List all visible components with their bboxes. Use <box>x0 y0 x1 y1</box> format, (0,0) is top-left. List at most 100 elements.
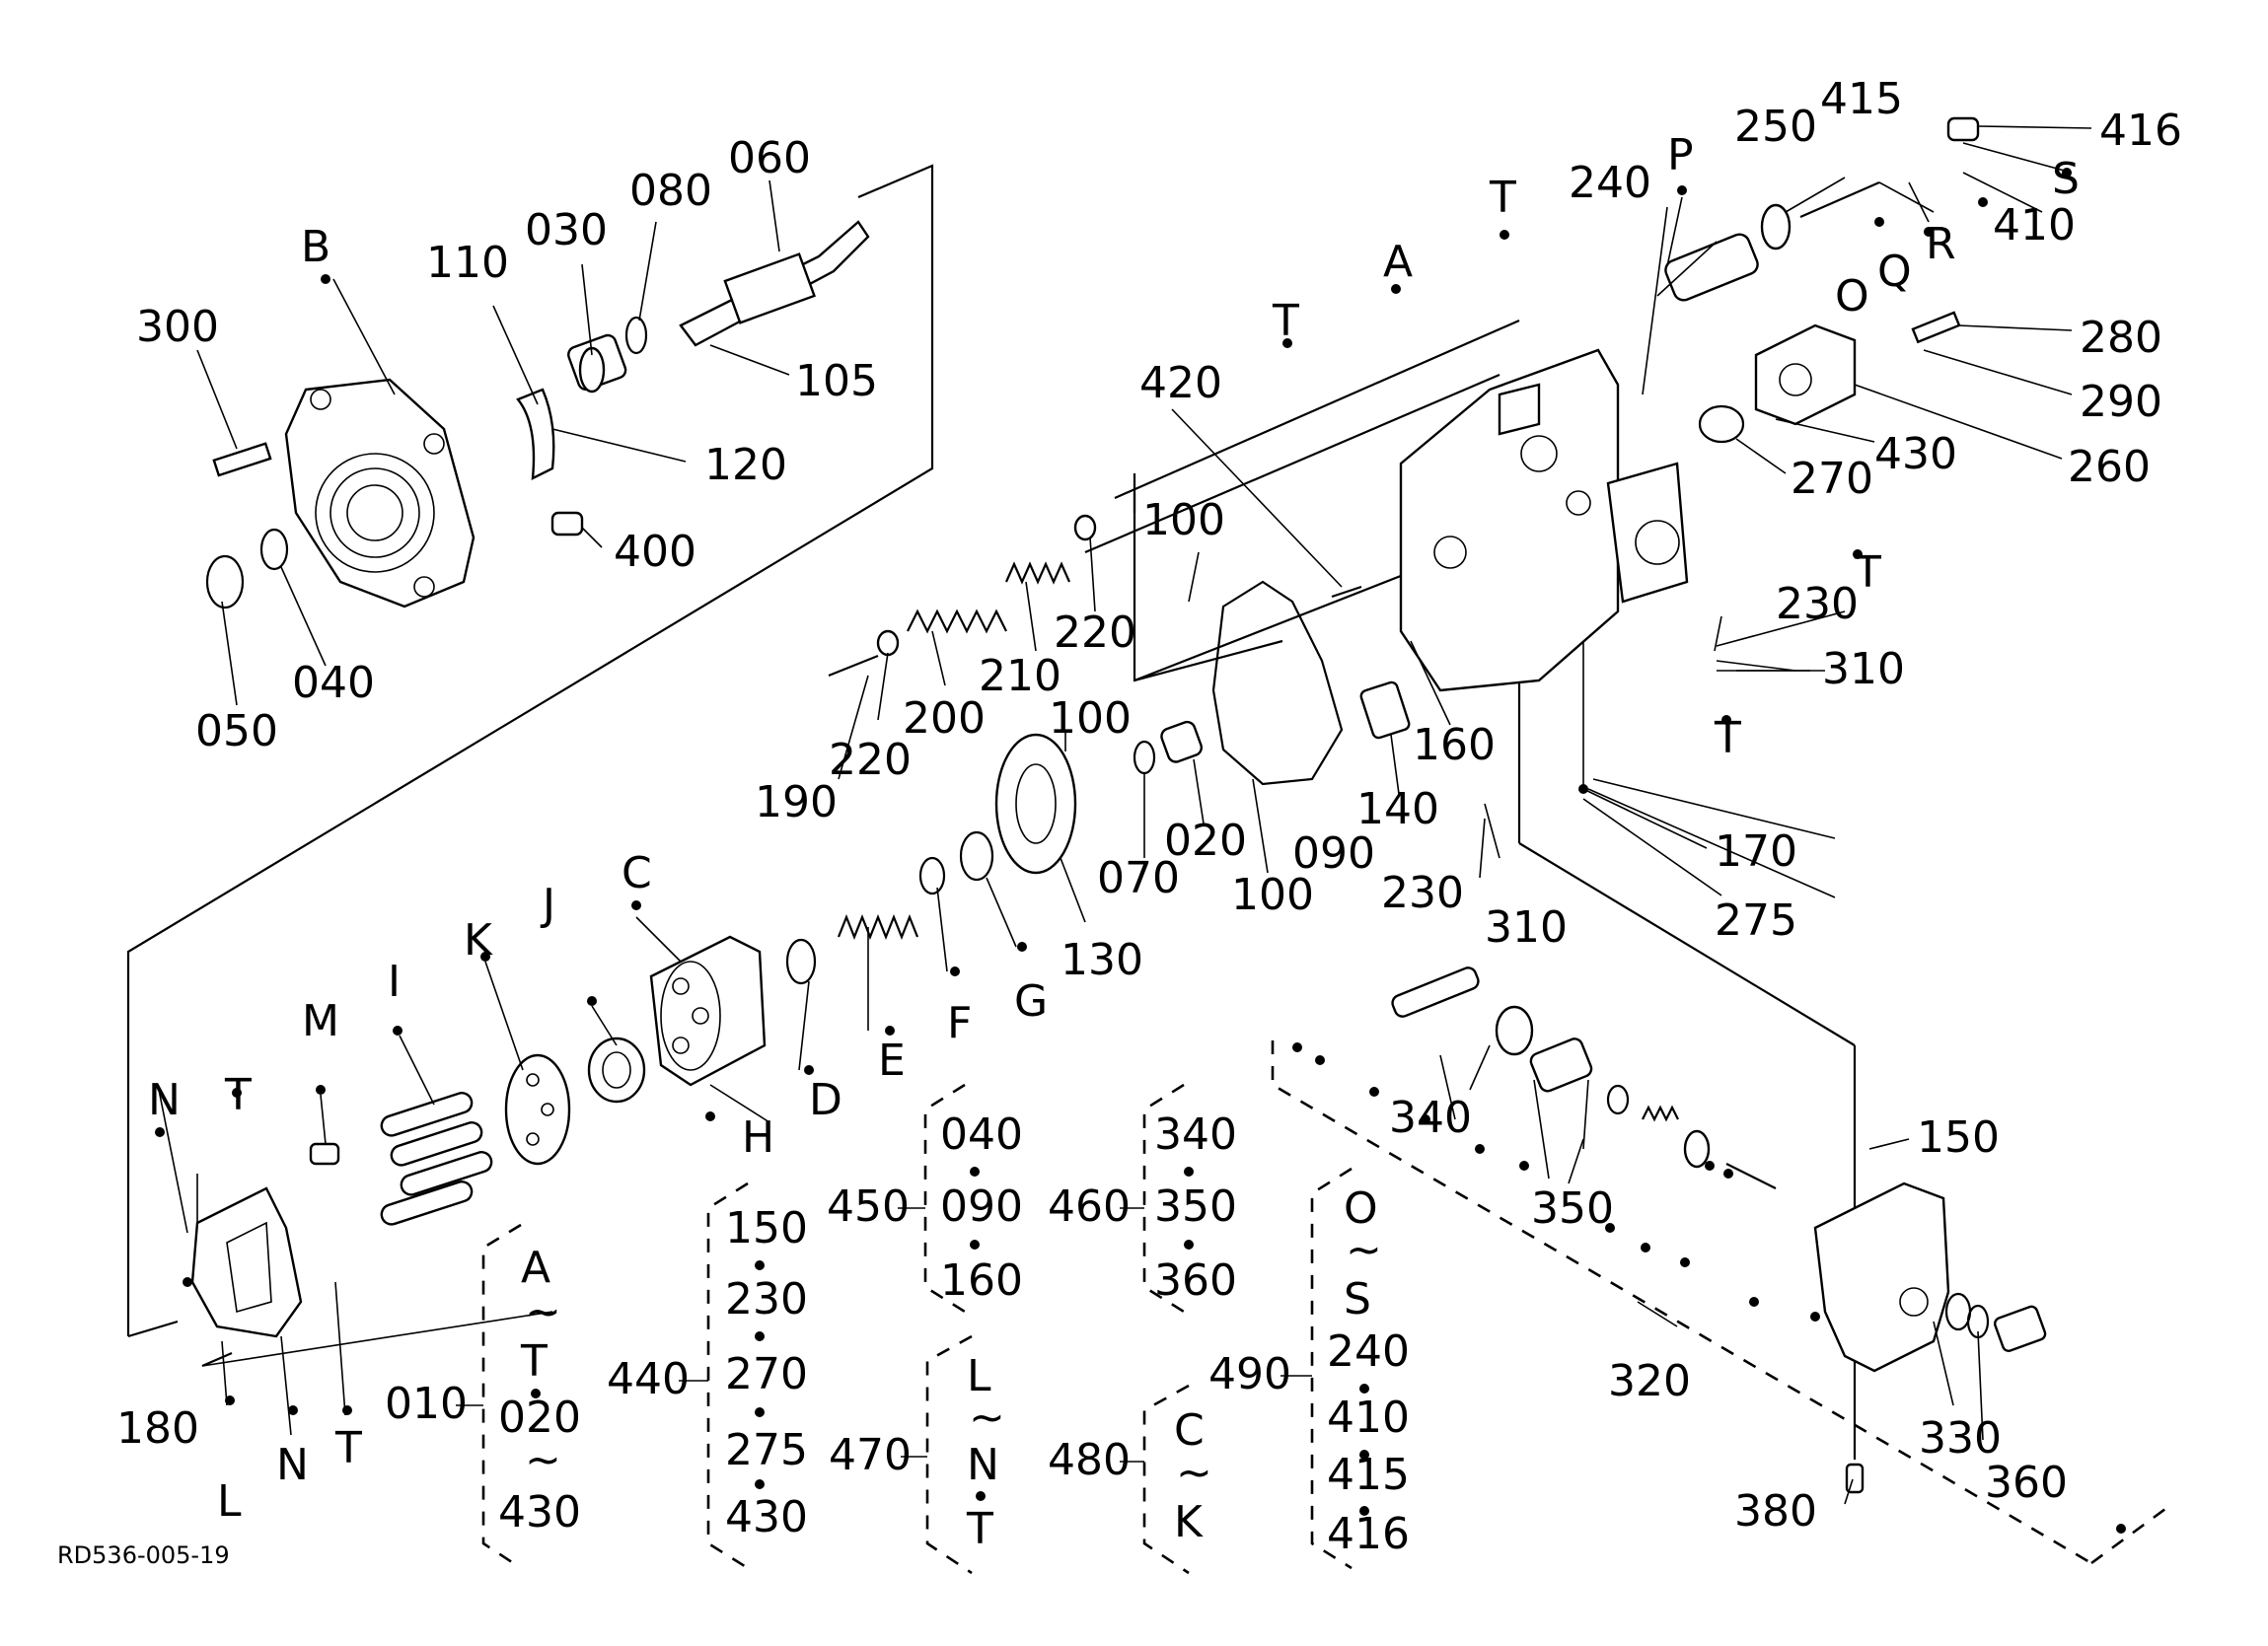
group-470-item-4: T <box>966 1504 993 1554</box>
part-block-260 <box>1754 323 1857 426</box>
label-110: 110 <box>426 238 509 288</box>
part-guide-j <box>587 1037 646 1104</box>
label-220b: 220 <box>829 735 912 785</box>
part-washer-110 <box>516 388 555 481</box>
group-490: 490 O ~ S 240 410 415 416 <box>1208 1167 1410 1570</box>
label-090: 090 <box>1292 828 1375 879</box>
group-480-id: 480 <box>1048 1435 1131 1485</box>
group-010-item-5: ~ <box>525 1435 561 1485</box>
label-260: 260 <box>2068 442 2151 492</box>
letter-i: I <box>388 957 401 1007</box>
part-cylinder-c <box>649 935 767 1087</box>
part-spring-210 <box>1004 561 1071 585</box>
group-010-item-3: T <box>520 1336 548 1387</box>
part-bolt-280 <box>1911 311 1961 344</box>
letter-n1: N <box>148 1075 181 1125</box>
part-pin-m <box>309 1142 340 1166</box>
group-440-item-1: 150 <box>725 1203 808 1253</box>
part-ring-g <box>959 830 994 882</box>
group-460-item-2: 350 <box>1154 1181 1237 1232</box>
valve-assembly-dashed-frame <box>1271 1040 2166 1565</box>
letter-t4: T <box>1714 713 1741 763</box>
letter-g: G <box>1014 976 1048 1027</box>
group-480-item-3: K <box>1174 1497 1204 1547</box>
part-plate-k <box>504 1053 571 1166</box>
label-230b: 230 <box>1776 579 1859 629</box>
part-ring-070 <box>1133 740 1156 775</box>
group-010-item-6: 430 <box>498 1487 581 1538</box>
label-150: 150 <box>1917 1112 2000 1163</box>
group-440-item-2: 230 <box>725 1274 808 1324</box>
label-400: 400 <box>614 527 696 577</box>
label-080: 080 <box>629 166 712 216</box>
letter-p: P <box>1667 130 1694 180</box>
label-070: 070 <box>1097 853 1180 903</box>
group-440: 440 150 230 270 275 430 <box>607 1181 808 1570</box>
label-380: 380 <box>1734 1486 1817 1537</box>
letter-d: D <box>809 1075 842 1125</box>
label-320: 320 <box>1608 1356 1691 1406</box>
label-410: 410 <box>1993 200 2076 250</box>
part-plug-416 <box>1946 116 1980 142</box>
letter-q: Q <box>1877 247 1912 297</box>
part-number-labels: 300 110 030 080 060 105 120 400 050 040 … <box>116 74 2182 1537</box>
group-450-item-3: 160 <box>940 1255 1023 1306</box>
part-ring-f <box>918 856 946 895</box>
part-bearing-020 <box>1160 720 1204 763</box>
label-180: 180 <box>116 1403 199 1454</box>
group-490-id: 490 <box>1208 1349 1291 1399</box>
label-290: 290 <box>2080 377 2162 427</box>
label-210: 210 <box>979 651 1061 701</box>
part-cover-b <box>284 378 476 608</box>
group-450-item-1: 040 <box>940 1109 1023 1160</box>
group-470-item-1: L <box>967 1351 991 1401</box>
part-valve-body-320 <box>1813 1181 1950 1373</box>
letter-t5: T <box>224 1070 252 1120</box>
group-460-item-3: 360 <box>1154 1255 1237 1306</box>
reference-dots <box>155 168 2126 1534</box>
group-470: 470 L ~ N T <box>829 1334 1005 1575</box>
part-nut-350 <box>1495 1005 1593 1093</box>
label-220a: 220 <box>1054 608 1136 658</box>
group-440-item-5: 430 <box>725 1492 808 1542</box>
group-440-id: 440 <box>607 1354 690 1404</box>
label-040: 040 <box>292 658 375 708</box>
group-010-item-2: ~ <box>525 1287 561 1337</box>
group-440-item-4: 275 <box>725 1425 808 1475</box>
part-ring-050 <box>205 554 245 609</box>
part-valve-spool-340 <box>1391 966 1480 1018</box>
part-gasket-090 <box>1211 580 1344 786</box>
label-415: 415 <box>1820 74 1903 124</box>
letter-t1: T <box>1489 173 1516 223</box>
letter-h: H <box>742 1112 774 1163</box>
part-ring-valve <box>1606 1084 1777 1189</box>
label-300: 300 <box>136 302 219 352</box>
label-100b: 100 <box>1049 693 1132 744</box>
part-rod-415 <box>1799 180 1880 219</box>
letter-r: R <box>1926 219 1956 269</box>
part-plate-130 <box>994 733 1077 875</box>
label-160: 160 <box>1413 720 1496 770</box>
label-230a: 230 <box>1381 868 1464 918</box>
label-310a: 310 <box>1485 902 1568 953</box>
group-460-id: 460 <box>1048 1181 1131 1232</box>
group-010-item-4: 020 <box>498 1393 581 1443</box>
group-490-item-7: 416 <box>1327 1509 1410 1559</box>
part-pin-180 <box>201 1351 233 1368</box>
label-200: 200 <box>903 693 986 744</box>
label-275: 275 <box>1715 895 1797 946</box>
group-470-item-3: N <box>967 1440 999 1490</box>
label-030: 030 <box>525 205 608 255</box>
letter-e: E <box>878 1036 906 1086</box>
label-360: 360 <box>1985 1458 2068 1508</box>
drawing-code: RD536-005-19 <box>57 1541 230 1569</box>
label-330: 330 <box>1919 1413 2002 1464</box>
part-pin-400 <box>550 511 584 537</box>
group-490-item-4: 240 <box>1327 1326 1410 1377</box>
label-280: 280 <box>2080 313 2162 363</box>
part-pipe-140 <box>1359 680 1411 740</box>
part-oring-270 <box>1698 404 1745 444</box>
letter-m: M <box>302 996 339 1046</box>
group-490-item-5: 410 <box>1327 1393 1410 1443</box>
group-440-item-3: 270 <box>725 1349 808 1399</box>
